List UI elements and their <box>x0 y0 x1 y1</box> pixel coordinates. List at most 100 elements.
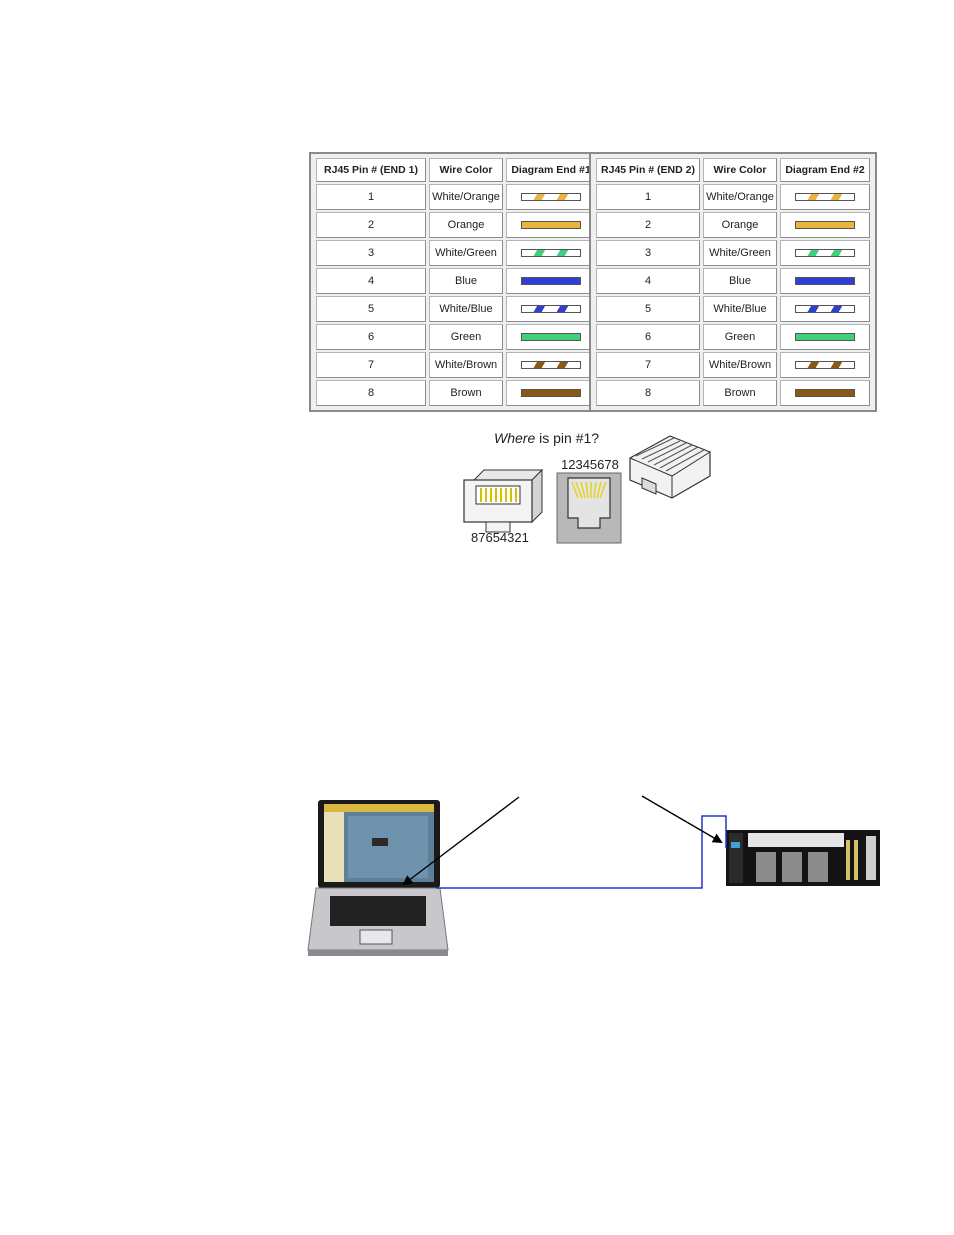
wire-color: White/Blue <box>703 296 777 322</box>
pin-number: 8 <box>316 380 426 406</box>
column-header: Wire Color <box>429 158 503 182</box>
pin-number: 3 <box>316 240 426 266</box>
column-header: Wire Color <box>703 158 777 182</box>
pin-order-reversed: 87654321 <box>471 530 529 545</box>
arrow-to-controller-port <box>641 795 723 844</box>
pin-number: 5 <box>316 296 426 322</box>
pin-number: 7 <box>316 352 426 378</box>
pin-number: 2 <box>316 212 426 238</box>
rj45-jack <box>556 472 622 544</box>
wire-color: Brown <box>429 380 503 406</box>
pin-question-rest: is pin #1? <box>535 430 600 446</box>
pin-number: 4 <box>316 268 426 294</box>
wire-diagram-cell <box>506 268 596 294</box>
wire-diagram-cell <box>506 352 596 378</box>
laptop <box>307 800 449 956</box>
wire-swatch <box>795 193 855 202</box>
wire-swatch <box>795 361 855 370</box>
wire-swatch <box>521 249 581 258</box>
wire-swatch <box>521 361 581 370</box>
wire-diagram-cell <box>506 324 596 350</box>
column-header: RJ45 Pin # (END 1) <box>316 158 426 182</box>
pin-number: 6 <box>316 324 426 350</box>
pin-order-forward: 12345678 <box>561 457 619 472</box>
pin-number: 1 <box>596 184 700 210</box>
wire-color: Green <box>703 324 777 350</box>
ethernet-cable <box>436 815 727 889</box>
wire-color: Orange <box>703 212 777 238</box>
column-header: RJ45 Pin # (END 2) <box>596 158 700 182</box>
rj45-plug-isometric <box>629 435 711 499</box>
wire-diagram-cell <box>780 184 870 210</box>
pin-number: 1 <box>316 184 426 210</box>
wire-swatch <box>795 305 855 314</box>
pin-question: Where is pin #1? <box>494 430 599 446</box>
wire-color: White/Orange <box>703 184 777 210</box>
wire-swatch <box>521 333 581 342</box>
wire-color: Orange <box>429 212 503 238</box>
wire-color: Blue <box>429 268 503 294</box>
wire-diagram-cell <box>780 240 870 266</box>
wire-swatch <box>795 389 855 398</box>
wire-diagram-cell <box>780 212 870 238</box>
wire-diagram-cell <box>780 268 870 294</box>
wire-diagram-cell <box>780 296 870 322</box>
pin-number: 3 <box>596 240 700 266</box>
pin-number: 2 <box>596 212 700 238</box>
wire-color: White/Green <box>429 240 503 266</box>
wire-swatch <box>521 221 581 230</box>
controller-panel <box>726 830 880 886</box>
wire-diagram-cell <box>506 212 596 238</box>
wire-swatch <box>521 389 581 398</box>
pin-number: 7 <box>596 352 700 378</box>
wire-diagram-cell <box>506 184 596 210</box>
wire-swatch <box>795 221 855 230</box>
wire-color: Green <box>429 324 503 350</box>
wire-color: White/Brown <box>429 352 503 378</box>
pin-number: 4 <box>596 268 700 294</box>
pin-number: 6 <box>596 324 700 350</box>
wire-diagram-cell <box>780 380 870 406</box>
wire-swatch <box>521 305 581 314</box>
pin-number: 8 <box>596 380 700 406</box>
arrow-to-laptop-port <box>402 796 520 886</box>
wire-color: White/Brown <box>703 352 777 378</box>
pin-number: 5 <box>596 296 700 322</box>
wire-diagram-cell <box>506 240 596 266</box>
wire-swatch <box>795 277 855 286</box>
wire-swatch <box>795 249 855 258</box>
wire-swatch <box>521 193 581 202</box>
wire-color: Blue <box>703 268 777 294</box>
wire-diagram-cell <box>780 324 870 350</box>
wire-swatch <box>521 277 581 286</box>
wire-diagram-cell <box>780 352 870 378</box>
rj45-plug-front <box>463 468 544 533</box>
wire-swatch <box>795 333 855 342</box>
wire-color: White/Blue <box>429 296 503 322</box>
wire-color: White/Green <box>703 240 777 266</box>
wire-color: White/Orange <box>429 184 503 210</box>
wire-color: Brown <box>703 380 777 406</box>
wire-diagram-cell <box>506 380 596 406</box>
column-header: Diagram End #1 <box>506 158 596 182</box>
column-header: Diagram End #2 <box>780 158 870 182</box>
